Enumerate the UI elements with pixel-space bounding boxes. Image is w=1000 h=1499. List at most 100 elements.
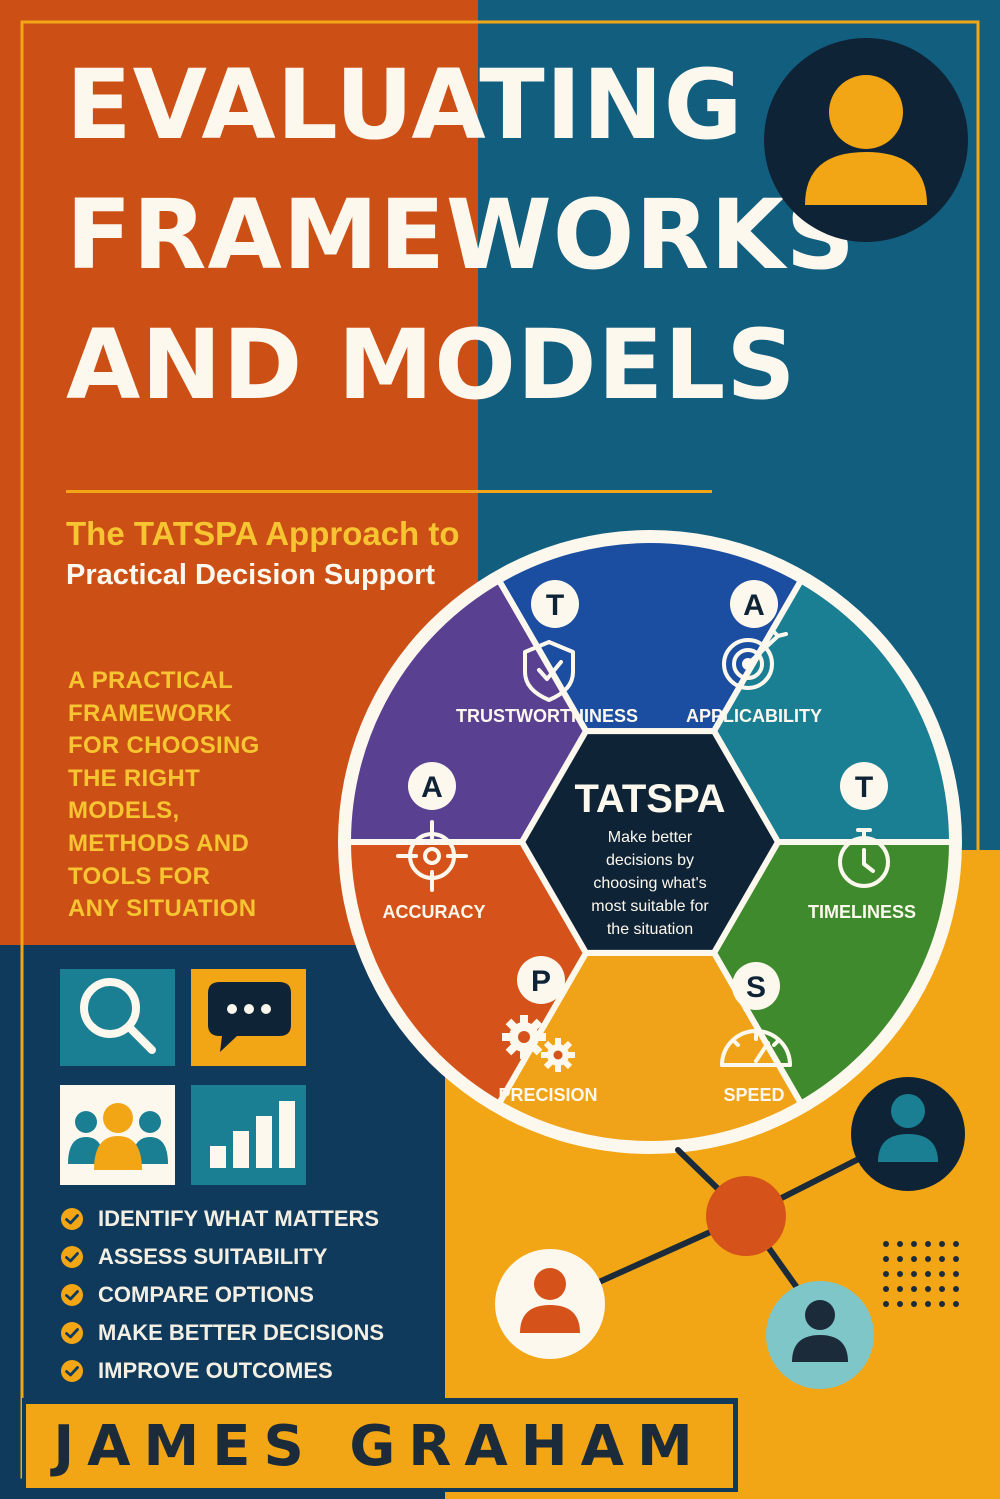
decorative-dot [883, 1286, 889, 1292]
author-bar: JAMES GRAHAM [26, 1404, 733, 1488]
benefit-checklist: IDENTIFY WHAT MATTERS ASSESS SUITABILITY… [60, 1200, 384, 1390]
segment-letter: T [546, 589, 564, 622]
check-circle-icon [61, 1208, 83, 1230]
decorative-dot [925, 1256, 931, 1262]
wheel-segments [345, 537, 955, 1147]
tagline-line-1: A PRACTICAL [68, 667, 234, 694]
checklist-item-label: MAKE BETTER DECISIONS [98, 1320, 385, 1345]
segment-label: APPLICABILITY [686, 706, 822, 726]
decorative-dot [883, 1241, 889, 1247]
decorative-dot [939, 1286, 945, 1292]
user-icon [805, 75, 927, 205]
subtitle-line-1: The TATSPA Approach to [66, 515, 460, 552]
people-group-icon [68, 1103, 168, 1170]
shield-check-icon [523, 640, 575, 702]
tagline-line-5: MODELS, [68, 797, 180, 825]
tatspa-wheel: TTRUSTWORTHINESSAAPPLICABILITYTTIMELINES… [338, 530, 962, 1154]
title-line-3: AND MODELS [66, 309, 797, 421]
decorative-dot [925, 1286, 931, 1292]
user-icon [878, 1094, 938, 1162]
segment-letter: A [743, 589, 765, 622]
segment-label: PRECISION [498, 1085, 597, 1105]
decorative-dot [911, 1256, 917, 1262]
checklist-item: COMPARE OPTIONS [60, 1276, 384, 1314]
stopwatch-icon [838, 828, 890, 888]
segment-label: SPEED [723, 1085, 784, 1105]
checklist-item-label: COMPARE OPTIONS [98, 1282, 314, 1307]
network-hub-node [706, 1176, 786, 1256]
tagline-line-4: THE RIGHT [68, 764, 201, 792]
checklist-item-label: IDENTIFY WHAT MATTERS [98, 1206, 380, 1231]
segment-letter: P [531, 965, 551, 998]
segment-label: TRUSTWORTHINESS [456, 706, 638, 726]
decorative-dot [883, 1256, 889, 1262]
wheel-segment-accuracy [345, 577, 589, 845]
tagline-line-6: METHODS AND [68, 829, 250, 857]
check-circle-icon [61, 1246, 83, 1268]
decorative-dot [897, 1241, 903, 1247]
crosshair-icon [396, 820, 468, 892]
target-arrow-icon [722, 628, 788, 690]
wheel-segment-speed [496, 949, 804, 1147]
tagline-line-8: ANY SITUATION [68, 895, 257, 923]
decorative-dot [939, 1271, 945, 1277]
check-circle-icon [61, 1284, 83, 1306]
tile-chart [191, 1085, 306, 1185]
user-profile-badge [764, 38, 968, 242]
wheel-center-text-3: choosing what's [593, 875, 706, 892]
network-user-node-top [851, 1077, 965, 1191]
check-circle-icon [61, 1322, 83, 1344]
decorative-dot [883, 1271, 889, 1277]
segment-letter-badge [730, 580, 778, 628]
magnifier-icon [80, 978, 156, 1054]
tagline-line-2: FRAMEWORK [68, 699, 233, 727]
decorative-dot [897, 1271, 903, 1277]
book-title: EVALUATING FRAMEWORKS AND MODELS [66, 40, 856, 430]
decorative-dot [911, 1301, 917, 1307]
decorative-dot [925, 1241, 931, 1247]
segment-letter-badge [531, 580, 579, 628]
decorative-dot [897, 1301, 903, 1307]
decorative-dot [939, 1256, 945, 1262]
wheel-center-text-4: most suitable for [591, 898, 709, 915]
wheel-center-title: TATSPA [574, 777, 725, 821]
tagline: A PRACTICAL FRAMEWORK FOR CHOOSING THE R… [68, 665, 260, 926]
decorative-dot [953, 1271, 959, 1277]
segment-letter: A [421, 771, 443, 804]
subtitle-line-2: Practical Decision Support [66, 559, 436, 591]
network-user-node-left [495, 1249, 605, 1359]
speedometer-icon [720, 1029, 792, 1067]
checklist-item-label: ASSESS SUITABILITY [98, 1244, 328, 1269]
tagline-line-7: TOOLS FOR [68, 862, 211, 890]
author-name: JAMES GRAHAM [53, 1413, 706, 1479]
tagline-line-3: FOR CHOOSING [68, 732, 260, 760]
decorative-dot [953, 1286, 959, 1292]
decorative-dot [911, 1271, 917, 1277]
decorative-dot [953, 1256, 959, 1262]
checklist-item: MAKE BETTER DECISIONS [60, 1314, 384, 1352]
segment-letter-badge [840, 762, 888, 810]
author-bar-background [26, 1404, 733, 1488]
segment-letter-badge [732, 962, 780, 1010]
wheel-segment-applicability [711, 577, 955, 845]
title-divider [66, 490, 712, 493]
decorative-dot [925, 1271, 931, 1277]
wheel-segment-timeliness [711, 839, 955, 1107]
tile-chat [191, 969, 306, 1066]
segment-letter-badge [408, 762, 456, 810]
title-line-2: FRAMEWORKS [66, 179, 856, 291]
segment-label: ACCURACY [383, 902, 486, 922]
decorative-dot [939, 1301, 945, 1307]
network-graphic [495, 1077, 965, 1389]
wheel-segment-trustworthiness [496, 537, 804, 735]
decorative-dot [939, 1241, 945, 1247]
checklist-item: ASSESS SUITABILITY [60, 1238, 384, 1276]
checklist-item: IMPROVE OUTCOMES [60, 1352, 384, 1390]
wheel-center-text-5: the situation [607, 921, 693, 938]
wheel-center-text-2: decisions by [606, 852, 694, 869]
checklist-item: IDENTIFY WHAT MATTERS [60, 1200, 384, 1238]
title-line-1: EVALUATING [66, 49, 744, 161]
bar-chart-icon [210, 1101, 295, 1168]
segment-letter: S [746, 971, 766, 1004]
